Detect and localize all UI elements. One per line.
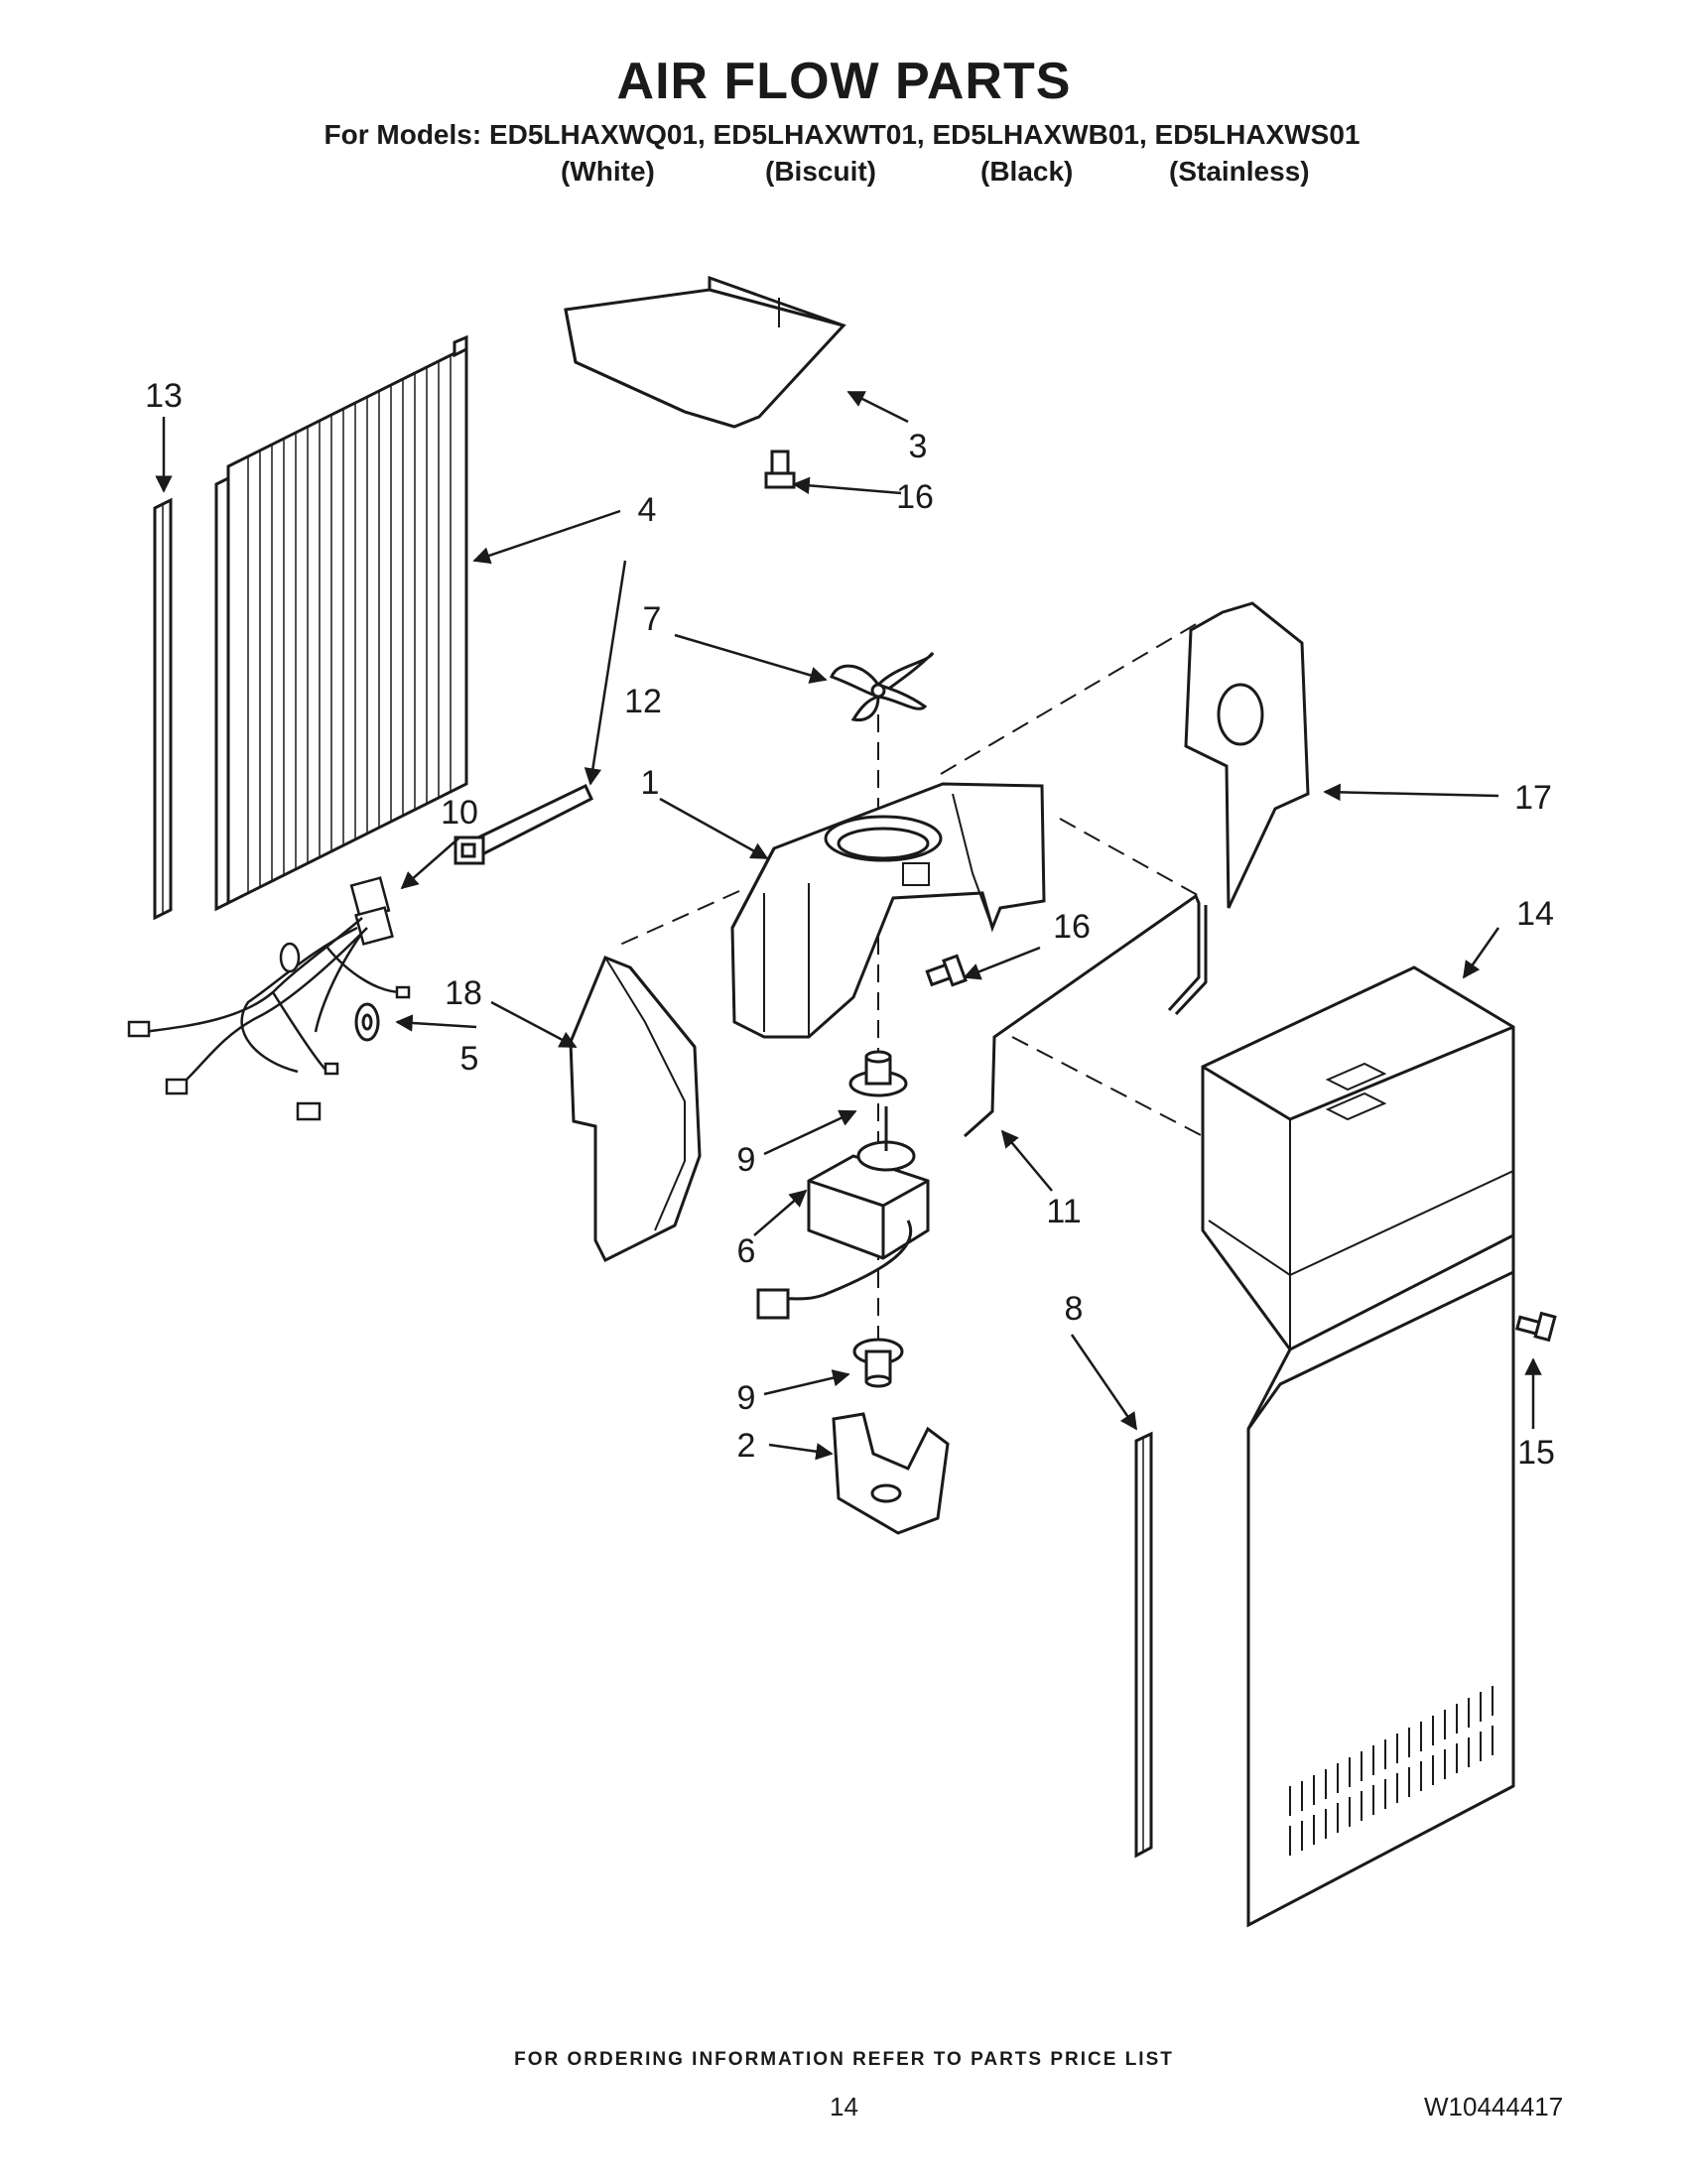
- page-number: 14: [830, 2092, 858, 2121]
- condenser-panel-part-4: [214, 334, 468, 912]
- motor-bracket-part-2: [832, 1412, 950, 1535]
- callout-5: 5: [460, 1040, 479, 1078]
- screw-part-16-top: [764, 450, 796, 489]
- fan-blade-part-7: [830, 651, 935, 722]
- callout-10: 10: [441, 794, 478, 832]
- foam-strip-part-13: [153, 497, 173, 921]
- fan-housing-part-1: [730, 782, 1046, 1039]
- callout-14: 14: [1516, 895, 1554, 933]
- callout-9-upper: 9: [737, 1141, 756, 1179]
- document-code: W10444417: [1424, 2092, 1564, 2121]
- callout-8: 8: [1065, 1290, 1084, 1328]
- callout-16-top: 16: [896, 478, 934, 516]
- bushing-part-9-upper: [848, 1050, 908, 1097]
- color-white: (White): [561, 156, 655, 187]
- wire-harness-part-10: [127, 876, 411, 1121]
- callout-17: 17: [1514, 779, 1552, 817]
- screw-part-15: [1514, 1311, 1557, 1343]
- callout-13: 13: [145, 377, 183, 415]
- grommet-part-5: [354, 1002, 380, 1042]
- page-title: AIR FLOW PARTS: [616, 53, 1072, 110]
- screw-part-16-middle: [925, 954, 968, 987]
- ordering-note: FOR ORDERING INFORMATION REFER TO PARTS …: [514, 2049, 1174, 2070]
- color-stainless: (Stainless): [1169, 156, 1310, 187]
- callout-4: 4: [638, 491, 657, 529]
- callout-3: 3: [909, 428, 928, 465]
- callout-6: 6: [737, 1232, 756, 1270]
- models-line: For Models: ED5LHAXWQ01, ED5LHAXWT01, ED…: [324, 119, 1361, 150]
- assembly-lines: [612, 619, 1204, 1384]
- foam-strip-part-8: [1134, 1431, 1153, 1859]
- leader-arrows: [155, 390, 1542, 1461]
- callout-18: 18: [445, 974, 482, 1012]
- callout-16-middle: 16: [1053, 908, 1091, 946]
- wire-bracket-part-11: [964, 893, 1208, 1138]
- cable-tie-part-12: [454, 783, 593, 865]
- baffle-part-17: [1184, 601, 1310, 909]
- callout-7: 7: [643, 600, 662, 638]
- cover-panel-part-14: [1201, 965, 1515, 1928]
- bushing-part-9-lower: [852, 1338, 904, 1388]
- callout-11: 11: [1046, 1193, 1081, 1230]
- callout-12: 12: [624, 683, 662, 720]
- baffle-part-18: [569, 956, 702, 1263]
- color-biscuit: (Biscuit): [765, 156, 876, 187]
- callout-9-lower: 9: [737, 1379, 756, 1417]
- callout-15: 15: [1517, 1434, 1555, 1472]
- callout-2: 2: [737, 1427, 756, 1465]
- air-duct-cover-part-3: [564, 275, 846, 429]
- callout-1: 1: [641, 764, 660, 802]
- fan-motor-part-6: [756, 1106, 930, 1320]
- color-black: (Black): [980, 156, 1074, 187]
